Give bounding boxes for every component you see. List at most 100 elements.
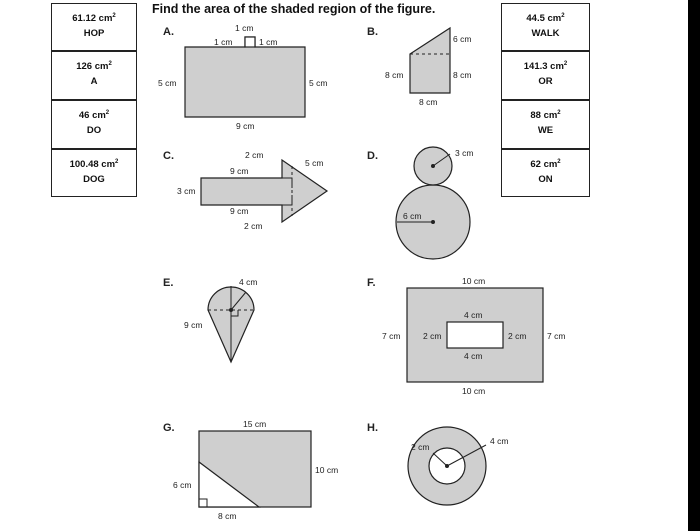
figure-h-outer-radius-line [446, 444, 487, 467]
figure-f-outer-top-label: 10 cm [462, 276, 485, 286]
answer-word: DOG [83, 174, 105, 186]
figure-g-tri-height-label: 6 cm [173, 480, 191, 490]
answer-value: 46 cm [78, 110, 106, 122]
figure-d-small-radius-line [432, 153, 451, 167]
answer-value: 44.5 cm [526, 13, 562, 25]
figure-g-triangle [198, 460, 261, 508]
figure-f-outer-bottom-label: 10 cm [462, 386, 485, 396]
figure-e-radius-line [230, 291, 247, 311]
figure-g-letter: G. [163, 422, 175, 434]
figure-c-bottom-tab-label: 2 cm [244, 221, 262, 231]
figure-c-tab-label: 2 cm [245, 150, 263, 160]
figure-h-outer-radius-label: 4 cm [490, 436, 508, 446]
figure-b: B. 6 cm 8 cm 8 cm 8 cm [367, 26, 471, 107]
figure-h-letter: H. [367, 422, 378, 434]
answer-word: OR [538, 76, 553, 88]
figure-h-center [445, 464, 449, 468]
figure-f-inner-rect [446, 321, 504, 349]
figure-c-shaft-top-label: 9 cm [230, 166, 248, 176]
figure-b-shape [409, 26, 451, 94]
figure-g-right-label: 10 cm [315, 465, 338, 475]
answer-word: A [90, 76, 98, 88]
figure-e-center [229, 308, 233, 312]
answer-word: WALK [531, 28, 560, 40]
answer-value: 61.12 cm [72, 13, 113, 25]
figure-c-letter: C. [163, 150, 174, 162]
figure-a-right-label: 5 cm [309, 78, 327, 88]
figure-a-left-label: 5 cm [158, 78, 176, 88]
answer-box-left-4: 100.48 cm2 DOG [51, 149, 137, 197]
figure-b-right-label: 8 cm [453, 70, 471, 80]
figure-g-top-label: 15 cm [243, 419, 266, 429]
answer-word: ON [538, 174, 553, 186]
figure-c: C. 2 cm 9 cm 5 cm 3 cm 9 cm 2 cm [163, 150, 329, 231]
answer-value: 62 cm [530, 159, 558, 171]
figure-d-large-center [431, 220, 435, 224]
figure-g: G. 15 cm 10 cm 6 cm 8 cm [163, 419, 338, 521]
worksheet-title: Find the area of the shaded region of th… [152, 2, 436, 16]
figure-f-inner-left-label: 2 cm [423, 331, 441, 341]
figure-f-inner-bottom-label: 4 cm [464, 351, 482, 361]
answer-box-left-3: 46 cm2 DO [51, 100, 137, 149]
figure-b-bottom-label: 8 cm [419, 97, 437, 107]
figure-f-inner-right-label: 2 cm [508, 331, 526, 341]
answer-value: 141.3 cm [523, 61, 564, 73]
figure-e-radius-label: 4 cm [239, 277, 257, 287]
figure-f-inner-top-label: 4 cm [464, 310, 482, 320]
figure-c-tip-label: 5 cm [305, 158, 323, 168]
answer-box-left-2: 126 cm2 A [51, 51, 137, 100]
figure-g-right-angle [199, 498, 208, 507]
figure-g-tri-base-label: 8 cm [218, 511, 236, 521]
answer-word: WE [537, 125, 554, 137]
figure-d-small-radius-label: 3 cm [455, 148, 473, 158]
answer-word: HOP [83, 28, 105, 40]
figure-f-outer-left-label: 7 cm [382, 331, 400, 341]
figure-h-inner-radius-line [432, 452, 448, 467]
figure-f-letter: F. [367, 277, 376, 289]
figure-a: A. 1 cm 1 cm 1 cm 5 cm 5 cm 9 cm [158, 23, 327, 131]
answer-box-right-4: 62 cm2 ON [501, 149, 590, 197]
answer-box-right-3: 88 cm2 WE [501, 100, 590, 149]
figure-a-top-right-label: 1 cm [259, 37, 277, 47]
answer-box-right-2: 141.3 cm2 OR [501, 51, 590, 100]
figure-a-top-label: 1 cm [235, 23, 253, 33]
answer-exponent: 2 [112, 13, 116, 19]
figure-c-shape [200, 158, 329, 224]
figure-a-square-notch [244, 36, 256, 48]
figure-b-letter: B. [367, 26, 378, 38]
figure-h-inner-radius-label: 2 cm [411, 442, 429, 452]
figure-h: H. 2 cm 4 cm [367, 422, 508, 506]
figure-d-large-radius-label: 6 cm [403, 211, 421, 221]
answer-value: 100.48 cm [69, 159, 116, 171]
figure-c-left-label: 3 cm [177, 186, 195, 196]
answer-exponent: 2 [105, 110, 110, 116]
figure-c-shaft-bottom-label: 9 cm [230, 206, 248, 216]
figure-e-letter: E. [163, 277, 173, 289]
figure-f: F. 10 cm 10 cm 7 cm 7 cm 4 cm 4 cm 2 cm … [367, 276, 565, 396]
figure-b-left-label: 8 cm [385, 70, 403, 80]
answer-exponent: 2 [557, 110, 561, 116]
figure-d-letter: D. [367, 150, 378, 162]
answer-value: 126 cm [76, 61, 109, 73]
answer-box-right-1: 44.5 cm2 WALK [501, 3, 590, 51]
figure-f-outer-right-label: 7 cm [547, 331, 565, 341]
answer-value: 88 cm [530, 110, 558, 122]
answer-exponent: 2 [108, 61, 112, 67]
answer-exponent: 2 [557, 159, 561, 165]
answer-box-left-1: 61.12 cm2 HOP [51, 3, 137, 51]
figure-a-top-left-label: 1 cm [214, 37, 232, 47]
answer-word: DO [86, 125, 102, 137]
answer-exponent: 2 [561, 13, 565, 19]
figure-b-slant-label: 6 cm [453, 34, 471, 44]
answer-exponent: 2 [115, 159, 119, 165]
figure-d-small-center [431, 164, 435, 168]
figure-d: D. 3 cm 6 cm [367, 146, 473, 260]
figure-e-right-angle [231, 310, 239, 317]
figure-a-letter: A. [163, 26, 174, 38]
answer-exponent: 2 [563, 61, 568, 67]
figure-e-height-label: 9 cm [184, 320, 202, 330]
figure-a-bottom-label: 9 cm [236, 121, 254, 131]
figure-e: E. 4 cm 9 cm [163, 277, 257, 364]
